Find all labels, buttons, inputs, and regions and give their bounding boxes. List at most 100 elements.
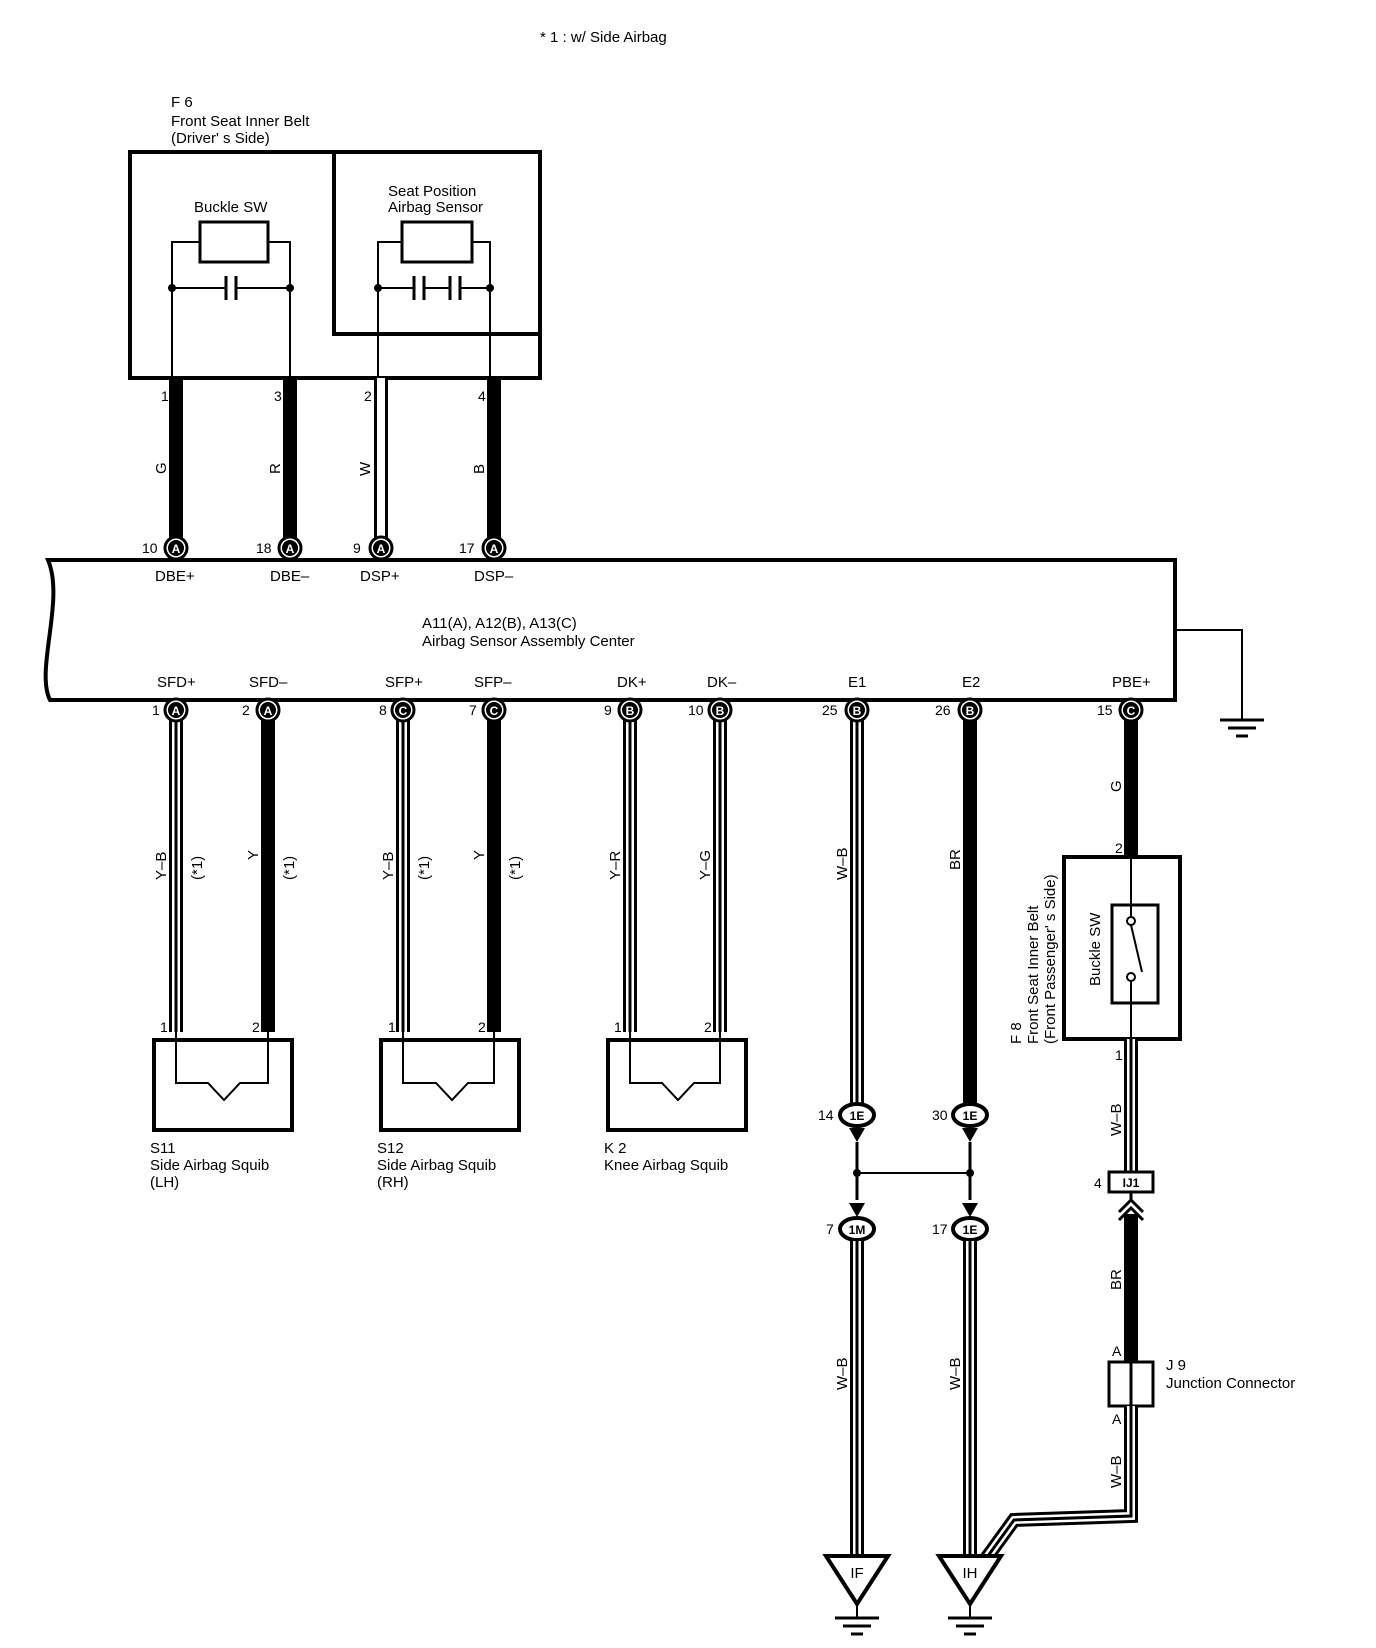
svg-text:F 8: F 8 [1008, 1022, 1025, 1044]
svg-text:Front Seat Inner Belt: Front Seat Inner Belt [1025, 905, 1042, 1044]
svg-text:17: 17 [932, 1221, 948, 1237]
svg-text:A: A [286, 542, 295, 556]
svg-text:1: 1 [1115, 1047, 1123, 1063]
ecu-body [43, 558, 1177, 702]
svg-text:4: 4 [1094, 1175, 1102, 1191]
svg-text:SFD+: SFD+ [157, 674, 196, 691]
svg-text:Side Airbag Squib: Side Airbag Squib [150, 1157, 269, 1174]
svg-text:2: 2 [242, 702, 250, 718]
side-airbag-note: * 1 : w/ Side Airbag [540, 29, 667, 46]
splice-wires [855, 1142, 972, 1200]
wire-color-b: B [471, 464, 488, 474]
terminal-dsp-plus: A 9 DSP+ [353, 535, 400, 585]
squib-k2: 1 2 K 2 Knee Airbag Squib [604, 1019, 748, 1174]
f6-sps-label-2: Airbag Sensor [388, 199, 483, 216]
connector-ij1: IJ1 4 [1094, 1170, 1155, 1222]
svg-text:Y–R: Y–R [607, 851, 624, 880]
svg-text:DSP+: DSP+ [360, 568, 400, 585]
svg-text:1: 1 [152, 702, 160, 718]
wire-color-g: G [153, 462, 170, 474]
svg-text:S12: S12 [377, 1140, 404, 1157]
svg-text:IF: IF [850, 1565, 863, 1582]
svg-text:C: C [399, 704, 408, 718]
splice-dot-left [853, 1169, 861, 1177]
svg-text:(*1): (*1) [281, 856, 298, 880]
svg-text:2: 2 [252, 1019, 260, 1035]
svg-text:1: 1 [614, 1019, 622, 1035]
svg-text:14: 14 [818, 1107, 834, 1123]
f6-junction-dots [168, 284, 494, 292]
terminal-dbe-minus: A 18 DBE– [256, 535, 310, 585]
svg-text:B: B [853, 704, 862, 718]
svg-text:A: A [377, 542, 386, 556]
ecu-top-terminals: A 10 DBE+ A 18 DBE– A 9 DSP+ A 17 DSP– [142, 535, 514, 585]
svg-text:SFP+: SFP+ [385, 674, 423, 691]
ground-ih: IH [935, 1554, 1005, 1636]
svg-text:DSP–: DSP– [474, 568, 514, 585]
terminal-sfd-plus: A 1 SFD+ [152, 674, 196, 723]
svg-text:(*1): (*1) [507, 856, 524, 880]
svg-text:25: 25 [822, 702, 838, 718]
ground-if: IF [822, 1554, 892, 1636]
ecu-name-1: A11(A), A12(B), A13(C) [422, 615, 577, 632]
svg-text:Y: Y [245, 850, 262, 860]
svg-text:15: 15 [1097, 702, 1113, 718]
f6-code: F 6 [171, 94, 193, 111]
svg-text:SFP–: SFP– [474, 674, 512, 691]
svg-text:7: 7 [826, 1221, 834, 1237]
svg-text:7: 7 [469, 702, 477, 718]
f6-pin-1: 1 [161, 388, 169, 404]
svg-text:G: G [1108, 780, 1125, 792]
svg-text:W–B: W–B [834, 1357, 851, 1390]
f6-sps-label-1: Seat Position [388, 183, 476, 200]
svg-text:1E: 1E [963, 1223, 978, 1237]
svg-text:Side Airbag Squib: Side Airbag Squib [377, 1157, 496, 1174]
svg-text:2: 2 [1115, 840, 1123, 856]
terminal-dk-minus: B 10 DK– [688, 674, 737, 723]
svg-text:30: 30 [932, 1107, 948, 1123]
svg-text:C: C [490, 704, 499, 718]
f6-pin-3: 3 [274, 388, 282, 404]
svg-text:9: 9 [353, 540, 361, 556]
svg-text:B: B [966, 704, 975, 718]
svg-text:DK–: DK– [707, 674, 737, 691]
svg-text:A: A [1112, 1343, 1122, 1359]
f8-component: 2 1 Buckle SW F 8 Front Seat Inner Belt … [1008, 840, 1182, 1063]
f6-pin-4: 4 [478, 388, 486, 404]
svg-text:W–B: W–B [1108, 1103, 1125, 1136]
svg-text:A: A [1112, 1411, 1122, 1427]
svg-text:C: C [1127, 704, 1136, 718]
terminal-sfp-plus: C 8 SFP+ [379, 674, 423, 723]
squib-s12: 1 2 S12 Side Airbag Squib (RH) [377, 1019, 521, 1191]
terminal-e2: B 26 E2 [935, 674, 983, 723]
svg-text:SFD–: SFD– [249, 674, 288, 691]
connector-14-1e: 1E 14 [818, 1102, 876, 1142]
svg-text:1E: 1E [850, 1109, 865, 1123]
f6-component [128, 150, 542, 380]
svg-text:2: 2 [704, 1019, 712, 1035]
terminal-dbe-plus: A 10 DBE+ [142, 535, 195, 585]
wire-color-labels: Y–B (*1) Y (*1) Y–B (*1) Y (*1) Y–R Y–G … [153, 780, 1125, 880]
terminal-sfp-minus: C 7 SFP– [469, 674, 512, 723]
svg-text:(RH): (RH) [377, 1174, 409, 1191]
j9-to-ground-wire: W–B [979, 1406, 1138, 1565]
f8-to-ij1-wire: W–B [1108, 1039, 1138, 1172]
svg-text:IH: IH [963, 1565, 978, 1582]
wire-color-r: R [267, 463, 284, 474]
svg-text:(*1): (*1) [189, 856, 206, 880]
svg-text:B: B [626, 704, 635, 718]
svg-text:A: A [264, 704, 273, 718]
f6-wires [169, 378, 501, 548]
ecu-name-2: Airbag Sensor Assembly Center [422, 633, 635, 650]
svg-text:PBE+: PBE+ [1112, 674, 1151, 691]
connector-7-1m: 1M 7 [826, 1203, 876, 1242]
svg-text:E1: E1 [848, 674, 866, 691]
svg-text:18: 18 [256, 540, 272, 556]
f6-buckle-sw-label: Buckle SW [194, 199, 268, 216]
svg-text:17: 17 [459, 540, 475, 556]
svg-text:A: A [172, 704, 181, 718]
svg-text:E2: E2 [962, 674, 980, 691]
svg-text:1M: 1M [849, 1223, 866, 1237]
